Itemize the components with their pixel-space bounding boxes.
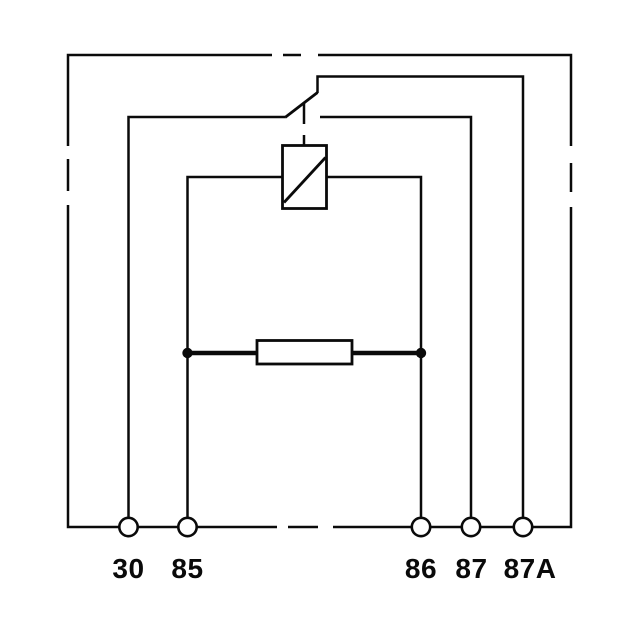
terminal-label-87: 87	[455, 553, 487, 584]
housing-bottom-left-solid	[66, 205, 277, 529]
housing-top-left-solid	[66, 53, 272, 146]
coil-symbol	[281, 144, 328, 210]
coil-box	[281, 144, 328, 210]
wire-switch-no-to-87	[320, 115, 473, 518]
wire-coil-to-86	[326, 175, 423, 518]
terminal-label-30: 30	[112, 553, 144, 584]
terminal-label-87a: 87A	[504, 553, 557, 584]
terminal-pin-87	[460, 516, 482, 538]
housing-top-right-solid	[318, 53, 573, 146]
junction-dot-85-side	[182, 347, 193, 359]
terminal-label-86: 86	[405, 553, 437, 584]
terminal-pin-87a	[512, 516, 534, 538]
resistor-symbol	[255, 339, 354, 366]
wire-switch-nc-to-87a	[316, 75, 525, 518]
coil-diagonal	[282, 156, 327, 204]
relay-housing-border	[66, 53, 573, 529]
junction-dot-86-side	[415, 347, 427, 359]
terminal-pin-30	[118, 516, 140, 538]
wire-terminal-30-to-switch	[127, 115, 285, 518]
housing-bottom-right-solid	[333, 207, 573, 529]
switch-blade	[284, 91, 319, 119]
wire-coil-to-85	[186, 175, 283, 518]
terminal-label-85: 85	[171, 553, 203, 584]
terminal-pins	[118, 516, 534, 538]
terminal-pin-86	[410, 516, 432, 538]
terminal-labels: 30 85 86 87 87A	[112, 553, 556, 584]
terminal-pin-85	[177, 516, 199, 538]
